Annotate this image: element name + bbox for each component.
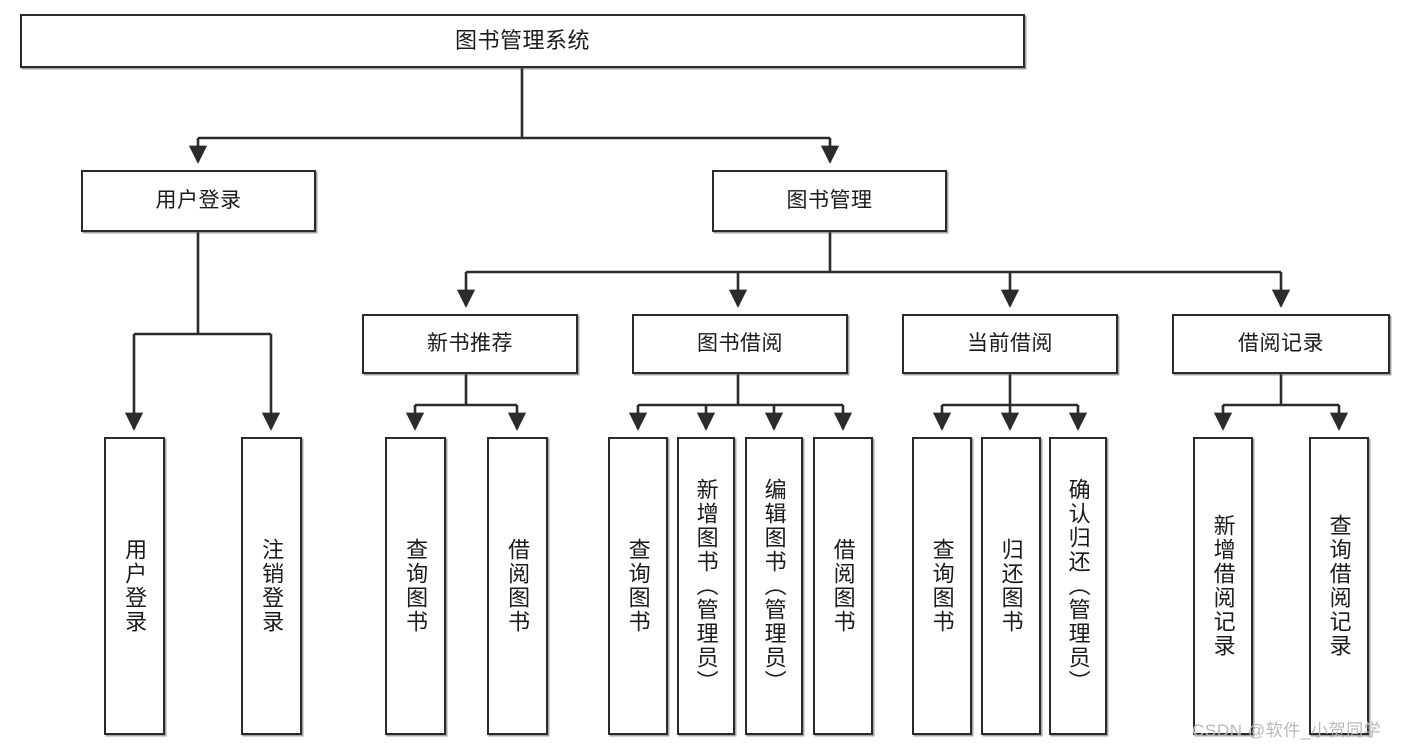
node-label: 编辑图书（管理员） — [761, 478, 787, 694]
node-label: 查询图书 — [929, 538, 955, 634]
node-new-book-recommend[interactable]: 新书推荐 — [362, 314, 578, 374]
leaf-query-borrow-record[interactable]: 查询借阅记录 — [1309, 437, 1369, 735]
node-label: 确认归还（管理员） — [1065, 478, 1091, 694]
node-label: 注销登录 — [259, 538, 285, 634]
node-book-borrow[interactable]: 图书借阅 — [632, 314, 848, 374]
node-label: 图书管理系统 — [454, 28, 590, 54]
node-book-management[interactable]: 图书管理 — [712, 170, 947, 232]
node-root-system[interactable]: 图书管理系统 — [20, 14, 1025, 68]
node-label: 用户登录 — [155, 188, 242, 212]
node-borrow-record[interactable]: 借阅记录 — [1172, 314, 1390, 374]
leaf-user-login[interactable]: 用户登录 — [104, 437, 165, 735]
node-label: 归还图书 — [998, 538, 1024, 634]
leaf-add-borrow-record[interactable]: 新增借阅记录 — [1193, 437, 1253, 735]
node-label: 借阅图书 — [830, 538, 856, 634]
leaf-borrow-book[interactable]: 借阅图书 — [813, 437, 873, 735]
node-user-login[interactable]: 用户登录 — [81, 170, 316, 232]
leaf-add-book[interactable]: 新增图书（管理员） — [677, 437, 735, 735]
node-label: 新书推荐 — [427, 331, 513, 355]
leaf-query-book-recommend[interactable]: 查询图书 — [385, 437, 446, 735]
node-label: 图书借阅 — [697, 331, 783, 355]
leaf-query-book-borrow[interactable]: 查询图书 — [608, 437, 668, 735]
node-label: 当前借阅 — [967, 331, 1053, 355]
leaf-query-book-current[interactable]: 查询图书 — [912, 437, 972, 735]
leaf-confirm-return[interactable]: 确认归还（管理员） — [1049, 437, 1107, 735]
leaf-edit-book[interactable]: 编辑图书（管理员） — [745, 437, 803, 735]
node-label: 查询图书 — [625, 538, 651, 634]
node-label: 借阅图书 — [505, 538, 531, 634]
node-current-borrow[interactable]: 当前借阅 — [902, 314, 1118, 374]
leaf-logout-login[interactable]: 注销登录 — [241, 437, 302, 735]
leaf-return-book[interactable]: 归还图书 — [981, 437, 1041, 735]
node-label: 新增借阅记录 — [1210, 514, 1236, 658]
node-label: 查询借阅记录 — [1326, 514, 1352, 658]
node-label: 借阅记录 — [1238, 331, 1324, 355]
node-label: 新增图书（管理员） — [693, 478, 719, 694]
leaf-borrow-book-recommend[interactable]: 借阅图书 — [487, 437, 548, 735]
node-label: 图书管理 — [786, 188, 873, 212]
node-label: 查询图书 — [403, 538, 429, 634]
node-label: 用户登录 — [122, 538, 148, 634]
